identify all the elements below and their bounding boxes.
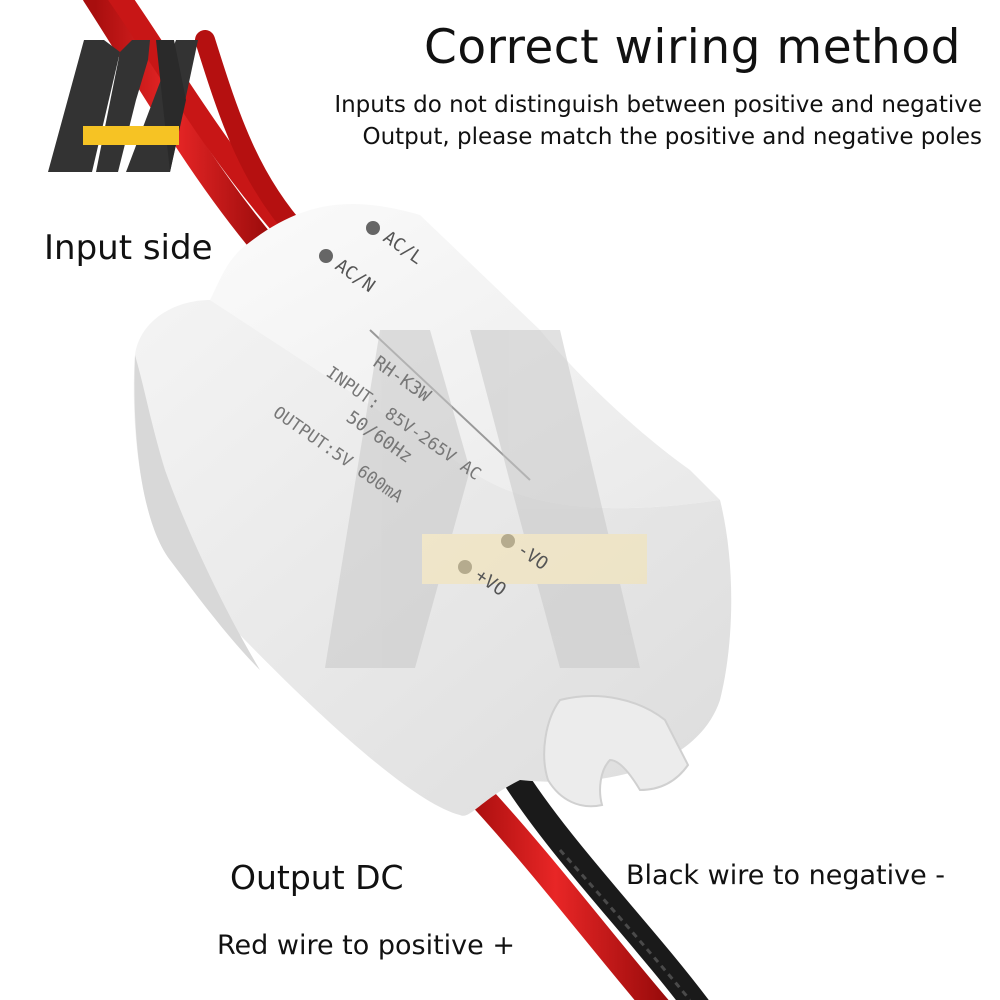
subtitle-inputs: Inputs do not distinguish between positi…: [334, 92, 982, 118]
brand-logo: [48, 40, 198, 172]
black-wire-label: Black wire to negative -: [626, 860, 946, 891]
output-wires: [457, 757, 709, 1000]
red-wire-label: Red wire to positive +: [217, 930, 515, 961]
page-title: Correct wiring method: [424, 20, 961, 75]
subtitle-output: Output, please match the positive and ne…: [362, 124, 982, 150]
watermark-logo: [325, 330, 647, 668]
input-side-label: Input side: [44, 228, 213, 268]
output-dc-label: Output DC: [230, 858, 404, 897]
